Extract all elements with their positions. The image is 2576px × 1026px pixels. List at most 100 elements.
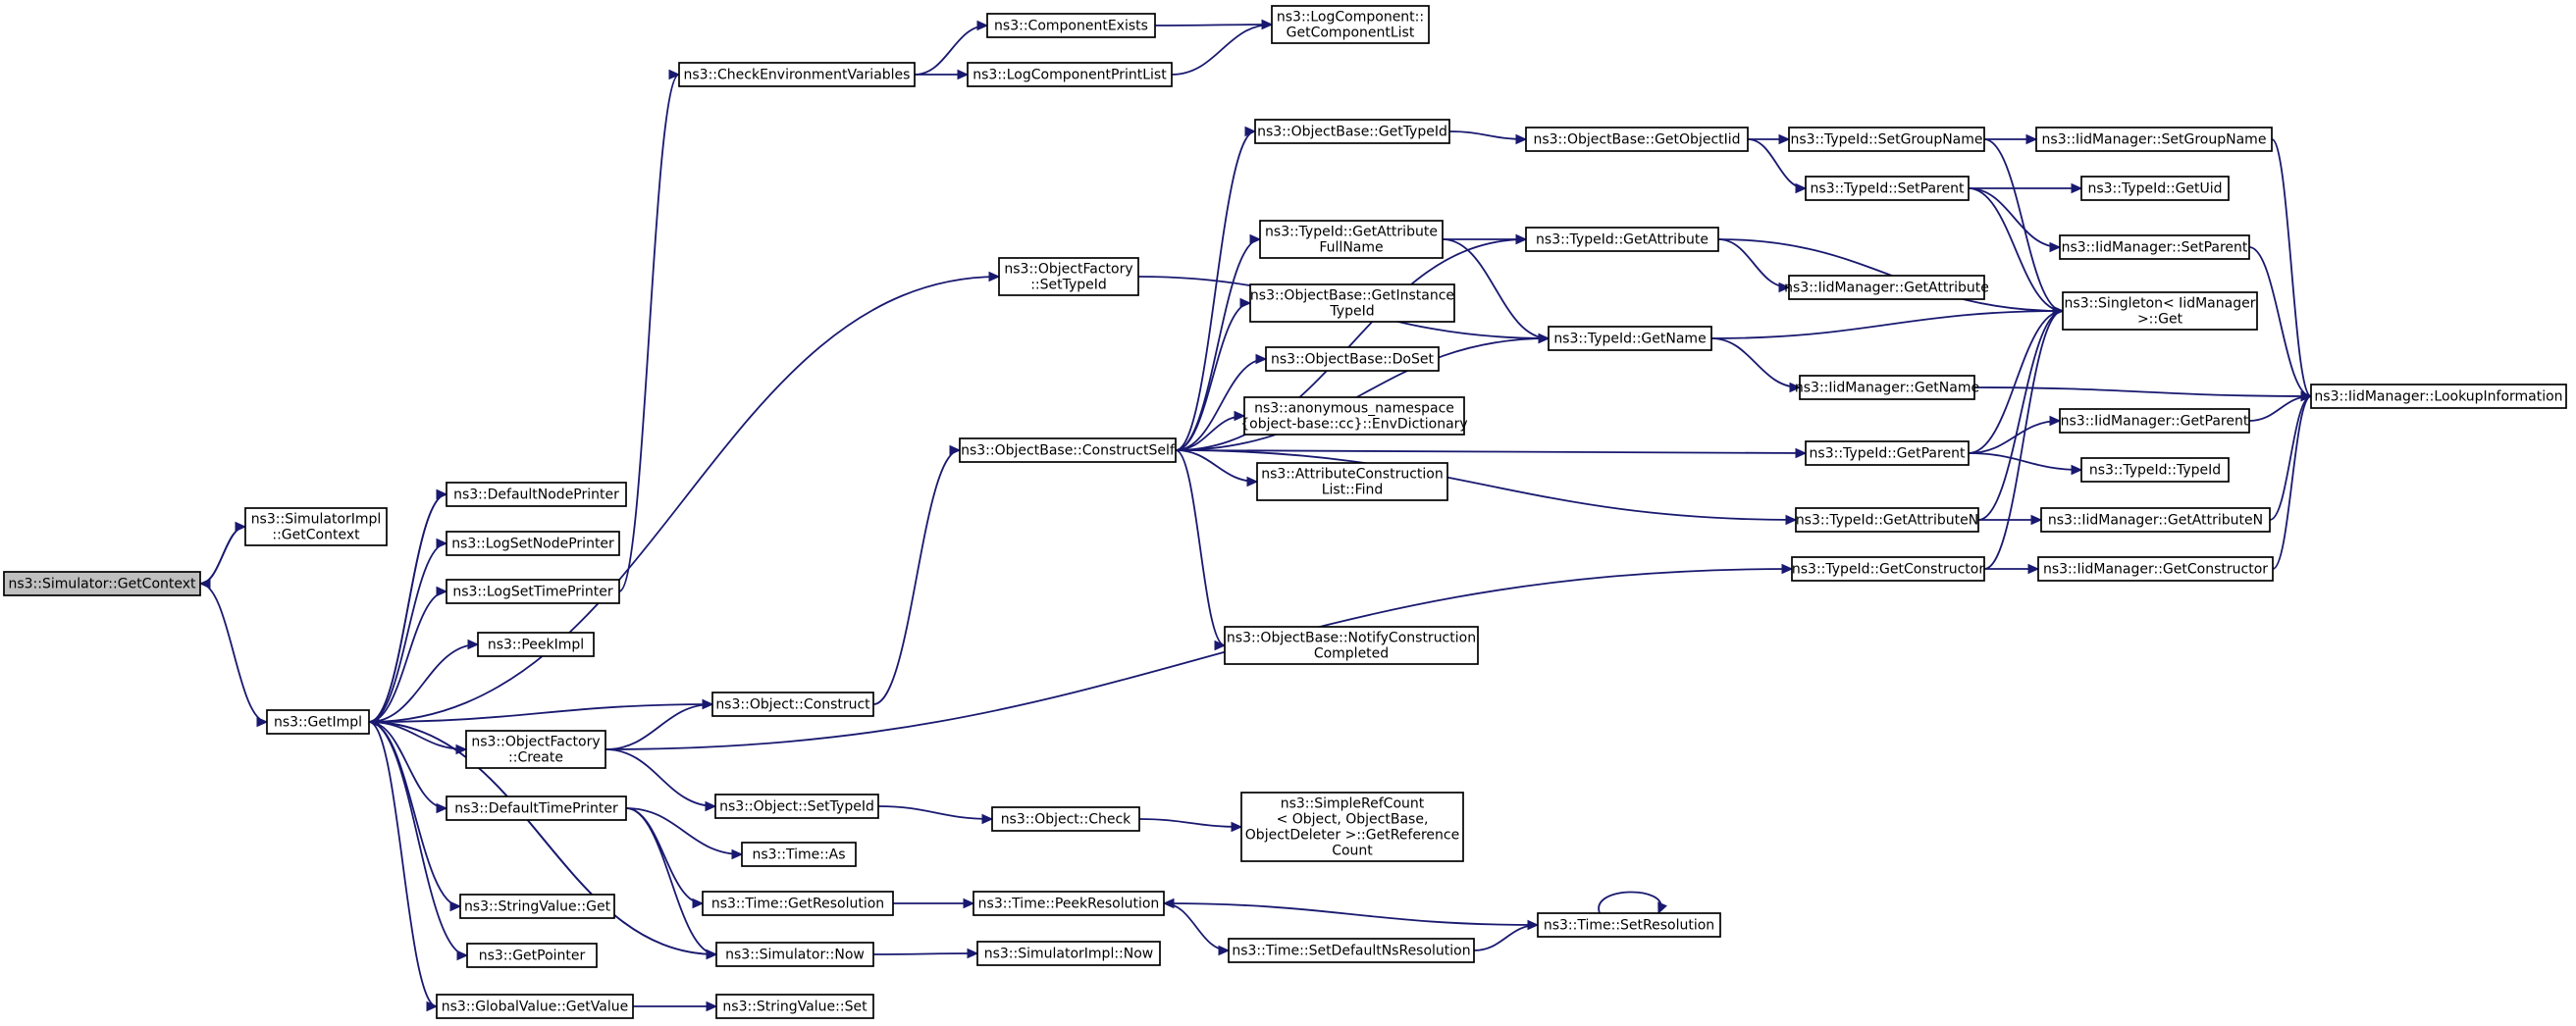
edge-time-peekresolution-to-time-setdefaultns [1163, 902, 1231, 956]
node-label: ns3::SimulatorImpl [251, 512, 382, 528]
edge-constructself-to-getinstancetypeid [1175, 297, 1252, 451]
edge-line [2248, 246, 2312, 397]
node-defaulttimeprinter[interactable]: ns3::DefaultTimePrinter [446, 795, 627, 821]
node-notifyconstruction[interactable]: ns3::ObjectBase::NotifyConstructionCompl… [1224, 626, 1479, 665]
edge-line [1983, 310, 2064, 570]
node-checkenv[interactable]: ns3::CheckEnvironmentVariables [678, 62, 916, 87]
node-label: ns3::StringValue::Set [722, 1000, 867, 1015]
node-iidmgr-getattributen[interactable]: ns3::IidManager::GetAttributeN [2040, 507, 2271, 533]
node-typeid-getparent[interactable]: ns3::TypeId::GetParent [1805, 440, 1970, 466]
node-label: ns3::ComponentExists [994, 19, 1148, 34]
node-iidmgr-getattribute[interactable]: ns3::IidManager::GetAttribute [1784, 275, 1989, 300]
node-simulatorimpl-now[interactable]: ns3::SimulatorImpl::Now [976, 941, 1161, 966]
node-typeid-getattribute[interactable]: ns3::TypeId::GetAttribute [1525, 227, 1719, 252]
edge-arrowhead [981, 813, 994, 825]
node-peekimpl[interactable]: ns3::PeekImpl [477, 632, 595, 657]
node-typeid-getuid[interactable]: ns3::TypeId::GetUid [2080, 176, 2230, 201]
node-box [1788, 127, 1985, 152]
node-getpointer[interactable]: ns3::GetPointer [466, 943, 598, 968]
edge-line [1442, 238, 1550, 339]
edge-constructself-to-attrconstrlist-find [1175, 449, 1259, 487]
node-time-setresolution[interactable]: ns3::Time::SetResolution [1537, 912, 1721, 938]
edge-arrowhead [436, 488, 448, 500]
node-objfactory-settypeid[interactable]: ns3::ObjectFactory::SetTypeId [998, 257, 1139, 296]
node-typeid-typeid[interactable]: ns3::TypeId::TypeId [2080, 457, 2230, 483]
node-getobjectiid[interactable]: ns3::ObjectBase::GetObjectIid [1525, 127, 1749, 152]
node-iidmgr-getconstructor[interactable]: ns3::IidManager::GetConstructor [2037, 556, 2274, 582]
node-box [2062, 291, 2258, 331]
node-label: ns3::TypeId::GetConstructor [1792, 562, 1984, 578]
edge-getobjectiid-to-typeid-setgroupname [1748, 133, 1791, 145]
node-iidmgr-lookupinformation[interactable]: ns3::IidManager::LookupInformation [2310, 384, 2567, 409]
node-singleton-get[interactable]: ns3::Singleton< IidManager>::Get [2062, 291, 2258, 331]
node-stringvalue-get[interactable]: ns3::StringValue::Get [459, 894, 615, 919]
node-defaultnodeprinter[interactable]: ns3::DefaultNodePrinter [446, 482, 627, 507]
node-getimpl[interactable]: ns3::GetImpl [266, 709, 370, 735]
node-object-construct[interactable]: ns3::Object::Construct [711, 692, 874, 717]
node-typeid-setgroupname[interactable]: ns3::TypeId::SetGroupName [1788, 127, 1985, 152]
node-label: ns3::Simulator::Now [725, 948, 865, 963]
node-componentexists[interactable]: ns3::ComponentExists [986, 13, 1156, 38]
edge-typeid-getattributen-to-singleton-get [1977, 305, 2065, 521]
edge-typeid-getname-to-singleton-get [1710, 305, 2065, 339]
node-box [715, 942, 874, 967]
node-typeid-getname[interactable]: ns3::TypeId::GetName [1548, 326, 1712, 351]
edge-arrowhead [1538, 333, 1551, 344]
edge-logcomponentprintlist-to-getcomponentlist [1171, 19, 1274, 76]
node-simplerefcount[interactable]: ns3::SimpleRefCount< Object, ObjectBase,… [1240, 792, 1464, 862]
node-time-as[interactable]: ns3::Time::As [741, 842, 857, 867]
node-sim-getcontext[interactable]: ns3::Simulator::GetContext [3, 571, 201, 596]
edge-arrowhead [957, 69, 970, 80]
node-box [2310, 384, 2567, 409]
node-logsettimeprinter[interactable]: ns3::LogSetTimePrinter [446, 579, 620, 604]
edge-getimpl-to-getpointer [368, 721, 469, 961]
node-objbase-gettypeid[interactable]: ns3::ObjectBase::GetTypeId [1254, 119, 1450, 144]
node-objfactory-create[interactable]: ns3::ObjectFactory::Create [465, 730, 606, 769]
edge-arrowhead [1515, 233, 1528, 245]
node-box [1265, 346, 1440, 372]
node-label: ns3::IidManager::LookupInformation [2314, 389, 2562, 405]
edge-simulator-now-to-getimpl [367, 716, 717, 955]
node-box [991, 806, 1140, 832]
edge-line [618, 74, 680, 592]
node-box [2059, 234, 2250, 260]
node-typeid-getattributen[interactable]: ns3::TypeId::GetAttributeN [1795, 507, 1979, 533]
node-time-peekresolution[interactable]: ns3::Time::PeekResolution [973, 891, 1165, 916]
node-label: ns3::TypeId::GetAttribute [1536, 232, 1709, 248]
node-iidmgr-getparent[interactable]: ns3::IidManager::GetParent [2059, 408, 2250, 434]
node-simimpl-getcontext[interactable]: ns3::SimulatorImpl::GetContext [244, 507, 388, 546]
edge-arrowhead [2071, 182, 2083, 194]
edge-sim-getcontext-to-getimpl [199, 583, 269, 728]
node-getcomponentlist[interactable]: ns3::LogComponent::GetComponentList [1271, 5, 1430, 44]
node-iidmgr-getname[interactable]: ns3::IidManager::GetName [1795, 375, 1979, 400]
node-box [244, 507, 388, 546]
node-stringvalue-set[interactable]: ns3::StringValue::Set [715, 994, 874, 1019]
node-logsetnodeprinter[interactable]: ns3::LogSetNodePrinter [446, 531, 620, 556]
node-typeid-setparent[interactable]: ns3::TypeId::SetParent [1805, 176, 1970, 201]
node-globalvalue-getvalue[interactable]: ns3::GlobalValue::GetValue [436, 994, 634, 1019]
node-object-settypeid[interactable]: ns3::Object::SetTypeId [714, 794, 879, 819]
node-box [715, 994, 874, 1019]
node-label: ns3::TypeId::SetGroupName [1790, 132, 1982, 148]
node-logcomponentprintlist[interactable]: ns3::LogComponentPrintList [967, 62, 1173, 87]
node-box [3, 571, 201, 596]
node-typeid-getconstructor[interactable]: ns3::TypeId::GetConstructor [1791, 556, 1985, 582]
node-constructself[interactable]: ns3::ObjectBase::ConstructSelf [959, 437, 1177, 463]
node-time-setdefaultns[interactable]: ns3::Time::SetDefaultNsResolution [1228, 938, 1475, 963]
edge-arrowhead [456, 949, 469, 961]
node-simulator-now[interactable]: ns3::Simulator::Now [715, 942, 874, 967]
node-object-check[interactable]: ns3::Object::Check [991, 806, 1140, 832]
node-iidmgr-setparent[interactable]: ns3::IidManager::SetParent [2059, 234, 2250, 260]
node-doset[interactable]: ns3::ObjectBase::DoSet [1265, 346, 1440, 372]
node-envdictionary[interactable]: ns3::anonymous_namespace{object-base::cc… [1240, 396, 1468, 436]
node-time-getresolution[interactable]: ns3::Time::GetResolution [702, 891, 894, 916]
node-iidmgr-setgroupname[interactable]: ns3::IidManager::SetGroupName [2035, 127, 2273, 152]
edge-defaulttimeprinter-to-simulator-now [625, 807, 718, 960]
node-box [1249, 283, 1455, 323]
edge-arrowhead [467, 639, 480, 650]
edge-time-getresolution-to-time-peekresolution [893, 898, 975, 909]
